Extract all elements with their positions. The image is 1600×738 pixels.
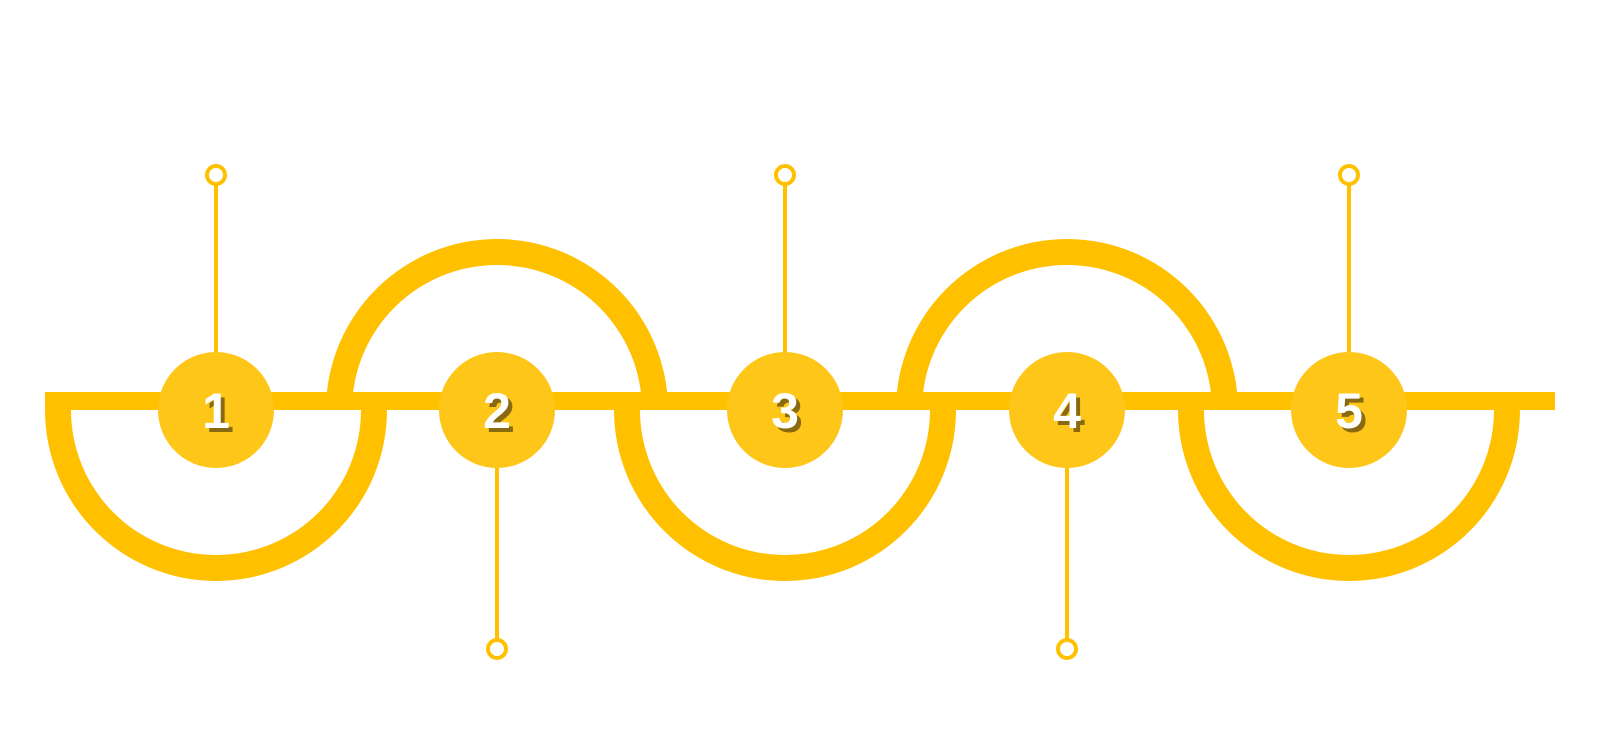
pin-head-icon (1056, 638, 1078, 660)
step-number-shadow: 3 (775, 387, 803, 443)
step-circle-5 (1291, 352, 1407, 468)
step-number-2: 2 (483, 383, 511, 439)
upper-arc (326, 239, 668, 410)
pin-head-icon (486, 638, 508, 660)
left-end-cap (45, 392, 71, 410)
step-number-5: 5 (1335, 383, 1363, 439)
pin-head-icon (205, 164, 227, 186)
pin-head-icon (1338, 164, 1360, 186)
step-number-4: 4 (1053, 383, 1081, 439)
step-number-shadow: 2 (487, 387, 515, 443)
lower-arc (45, 410, 387, 581)
step-circle-3 (727, 352, 843, 468)
step-number-3: 3 (771, 383, 799, 439)
step-circle-1 (158, 352, 274, 468)
step-circle-4 (1009, 352, 1125, 468)
step-number-1: 1 (202, 383, 230, 439)
step-number-shadow: 4 (1057, 387, 1085, 443)
step-circle-2 (439, 352, 555, 468)
step-number-shadow: 5 (1339, 387, 1367, 443)
step-number-shadow: 1 (206, 387, 234, 443)
lower-arc (1178, 410, 1520, 581)
pin-head-icon (774, 164, 796, 186)
upper-arc (896, 239, 1238, 410)
lower-arc (614, 410, 956, 581)
right-end-cap (1529, 392, 1555, 410)
